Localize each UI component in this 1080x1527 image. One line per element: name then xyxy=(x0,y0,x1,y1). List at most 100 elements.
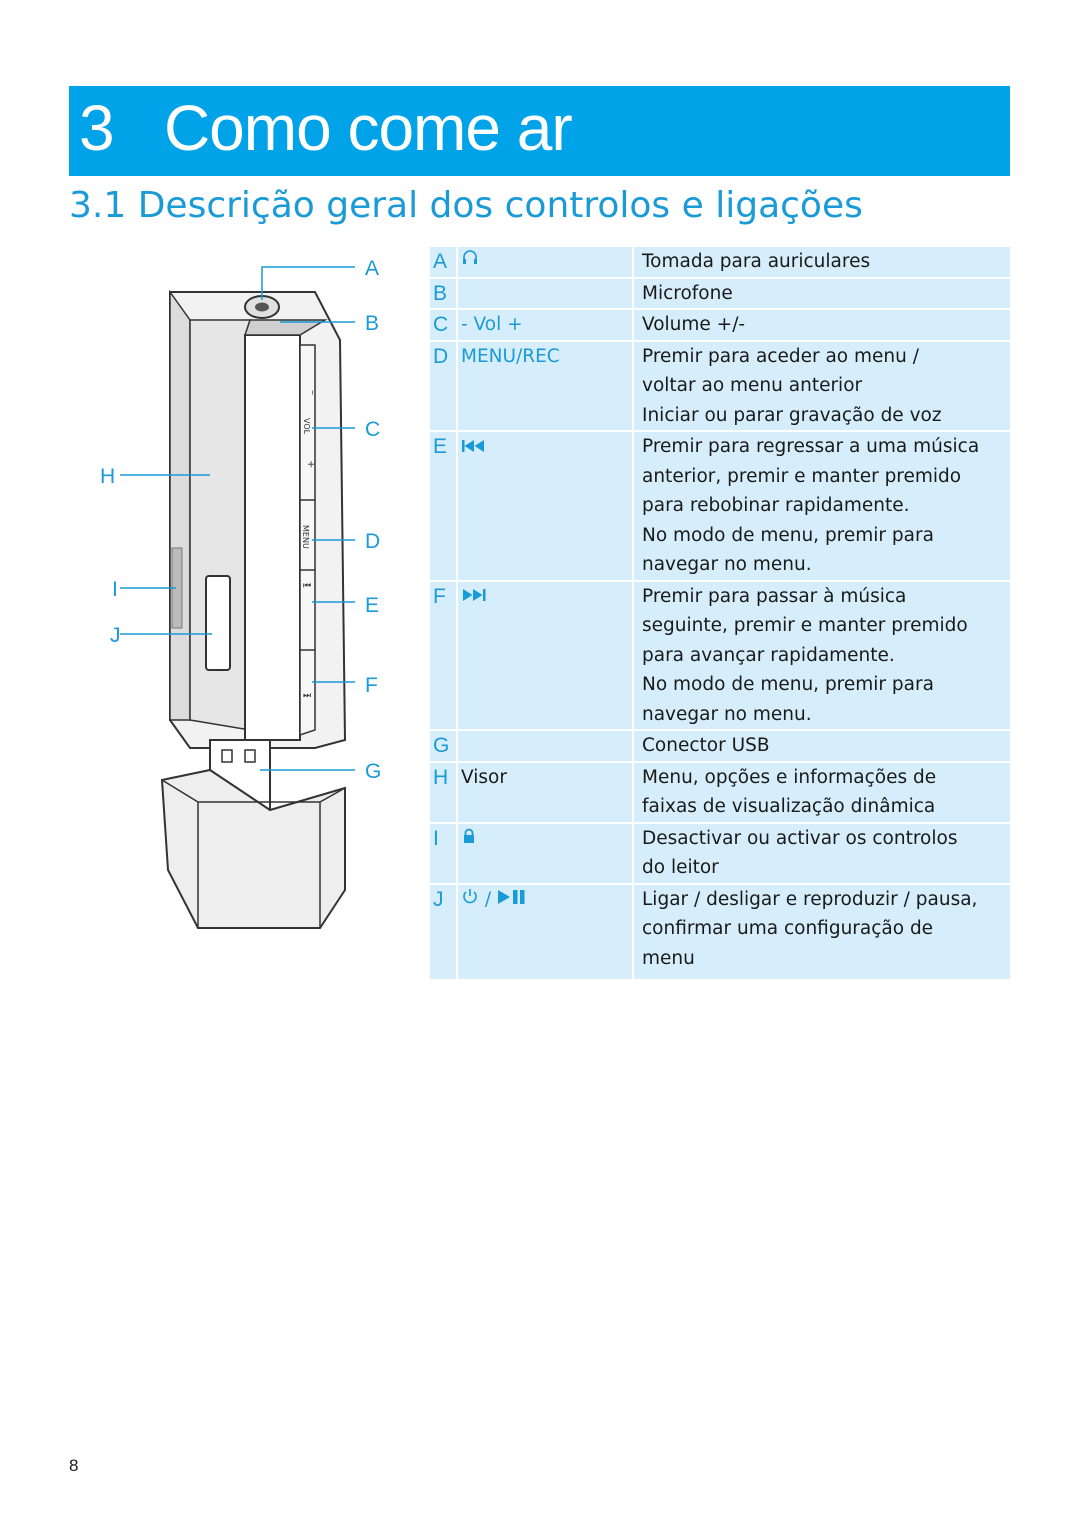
description-line: Volume +/- xyxy=(642,314,746,336)
description-line: Menu, opções e informações de xyxy=(642,766,937,788)
callout-i: I xyxy=(112,578,118,601)
control-key xyxy=(458,731,634,763)
svg-text:–: – xyxy=(307,390,318,395)
chapter-title: 3 Como come ar xyxy=(79,88,573,168)
play-pause-icon xyxy=(497,885,527,915)
control-letter: J xyxy=(430,884,458,980)
callout-d: D xyxy=(365,530,380,553)
description-line: navegar no menu. xyxy=(642,703,812,725)
table-row: A Tomada para auriculares xyxy=(430,247,1010,279)
description-line: No modo de menu, premir para xyxy=(642,524,934,546)
description-line: do leitor xyxy=(642,857,719,879)
description-line: Premir para regressar a uma música xyxy=(642,436,980,458)
control-letter: B xyxy=(430,278,458,311)
callout-j: J xyxy=(110,624,121,647)
control-description: Menu, opções e informações de faixas de v… xyxy=(634,763,1010,824)
control-key: Visor xyxy=(458,762,634,824)
description-line: Conector USB xyxy=(642,735,770,757)
lock-icon xyxy=(461,824,477,854)
control-letter: F xyxy=(430,581,458,732)
headphones-icon xyxy=(461,247,479,277)
description-line: Premir para passar à música xyxy=(642,585,907,607)
section-title: 3.1 Descrição geral dos controlos e liga… xyxy=(69,185,863,226)
mp3-player-drawing: – VOL + MENU ⏮ ⏭ xyxy=(120,266,355,929)
previous-track-icon xyxy=(461,433,487,463)
callout-b: B xyxy=(365,312,379,335)
chapter-banner: 3 Como come ar xyxy=(69,86,1010,176)
control-key xyxy=(458,247,634,279)
description-line: Microfone xyxy=(642,282,733,304)
control-description: Conector USB xyxy=(634,731,1010,763)
control-letter: A xyxy=(430,247,458,279)
description-line: para avançar rapidamente. xyxy=(642,644,895,666)
control-letter: I xyxy=(430,823,458,885)
description-line: Tomada para auriculares xyxy=(642,251,871,272)
table-row: G Conector USB xyxy=(430,731,1010,763)
page-number: 8 xyxy=(69,1456,79,1475)
description-line: anterior, premir e manter premido xyxy=(642,465,962,487)
control-key: / xyxy=(458,884,634,980)
control-letter: E xyxy=(430,432,458,582)
control-description: Desactivar ou activar os controlos do lei… xyxy=(634,824,1010,885)
callout-h: H xyxy=(100,465,115,488)
control-description: Tomada para auriculares xyxy=(634,247,1010,279)
callout-labels: A B C D E F G H I J xyxy=(100,257,381,783)
description-line: Ligar / desligar e reproduzir / pausa, xyxy=(642,888,978,910)
description-line: navegar no menu. xyxy=(642,554,812,576)
control-key xyxy=(458,278,634,311)
control-letter: H xyxy=(430,762,458,824)
description-line: menu xyxy=(642,947,695,969)
next-track-icon xyxy=(461,582,487,612)
svg-text:⏮: ⏮ xyxy=(303,581,311,591)
description-line: Iniciar ou parar gravação de voz xyxy=(642,404,942,426)
chapter-number: 3 xyxy=(79,92,115,164)
description-line: Desactivar ou activar os controlos xyxy=(642,827,958,849)
callout-f: F xyxy=(365,674,378,697)
callout-g: G xyxy=(365,760,381,783)
description-line: voltar ao menu anterior xyxy=(642,375,863,397)
callout-lines xyxy=(120,266,355,771)
device-illustration: – VOL + MENU ⏮ ⏭ A xyxy=(90,250,420,930)
control-key-text: MENU/REC xyxy=(461,345,560,367)
usb-cap xyxy=(160,768,346,929)
table-row: C- Vol + Volume +/- xyxy=(430,310,1010,342)
control-description: Microfone xyxy=(634,279,1010,311)
table-row: E Premir para regressar a uma música anter… xyxy=(430,432,1010,582)
chapter-title-text: Como come ar xyxy=(163,92,573,164)
control-letter: G xyxy=(430,731,458,763)
table-row: J / Ligar / desligar e reproduzir / paus… xyxy=(430,884,1010,980)
control-description: Ligar / desligar e reproduzir / pausa, co… xyxy=(634,885,1010,980)
control-key xyxy=(458,823,634,885)
description-line: confirmar uma configuração de xyxy=(642,918,934,940)
control-key: MENU/REC xyxy=(458,341,634,433)
callout-c: C xyxy=(365,418,380,441)
control-key: - Vol + xyxy=(458,310,634,342)
headphone-socket-hole xyxy=(255,302,269,312)
svg-text:MENU: MENU xyxy=(301,525,310,549)
description-line: No modo de menu, premir para xyxy=(642,674,934,696)
description-line: Premir para aceder ao menu / xyxy=(642,345,919,367)
control-letter: C xyxy=(430,310,458,342)
play-button-drawing xyxy=(205,575,231,671)
control-key xyxy=(458,432,634,582)
control-letter: D xyxy=(430,341,458,433)
control-key xyxy=(458,581,634,732)
power-icon xyxy=(461,885,479,915)
description-line: faixas de visualização dinâmica xyxy=(642,796,936,818)
table-row: B Microfone xyxy=(430,278,1010,311)
player-top xyxy=(243,319,328,336)
callout-e: E xyxy=(365,594,379,617)
button-strip xyxy=(299,344,316,737)
control-description: Premir para regressar a uma música anteri… xyxy=(634,432,1010,582)
control-description: Premir para aceder ao menu / voltar ao me… xyxy=(634,342,1010,433)
control-key-text: - Vol + xyxy=(461,314,523,336)
description-line: para rebobinar rapidamente. xyxy=(642,495,910,517)
svg-text:+: + xyxy=(305,460,316,468)
control-key-text: / xyxy=(484,888,492,910)
